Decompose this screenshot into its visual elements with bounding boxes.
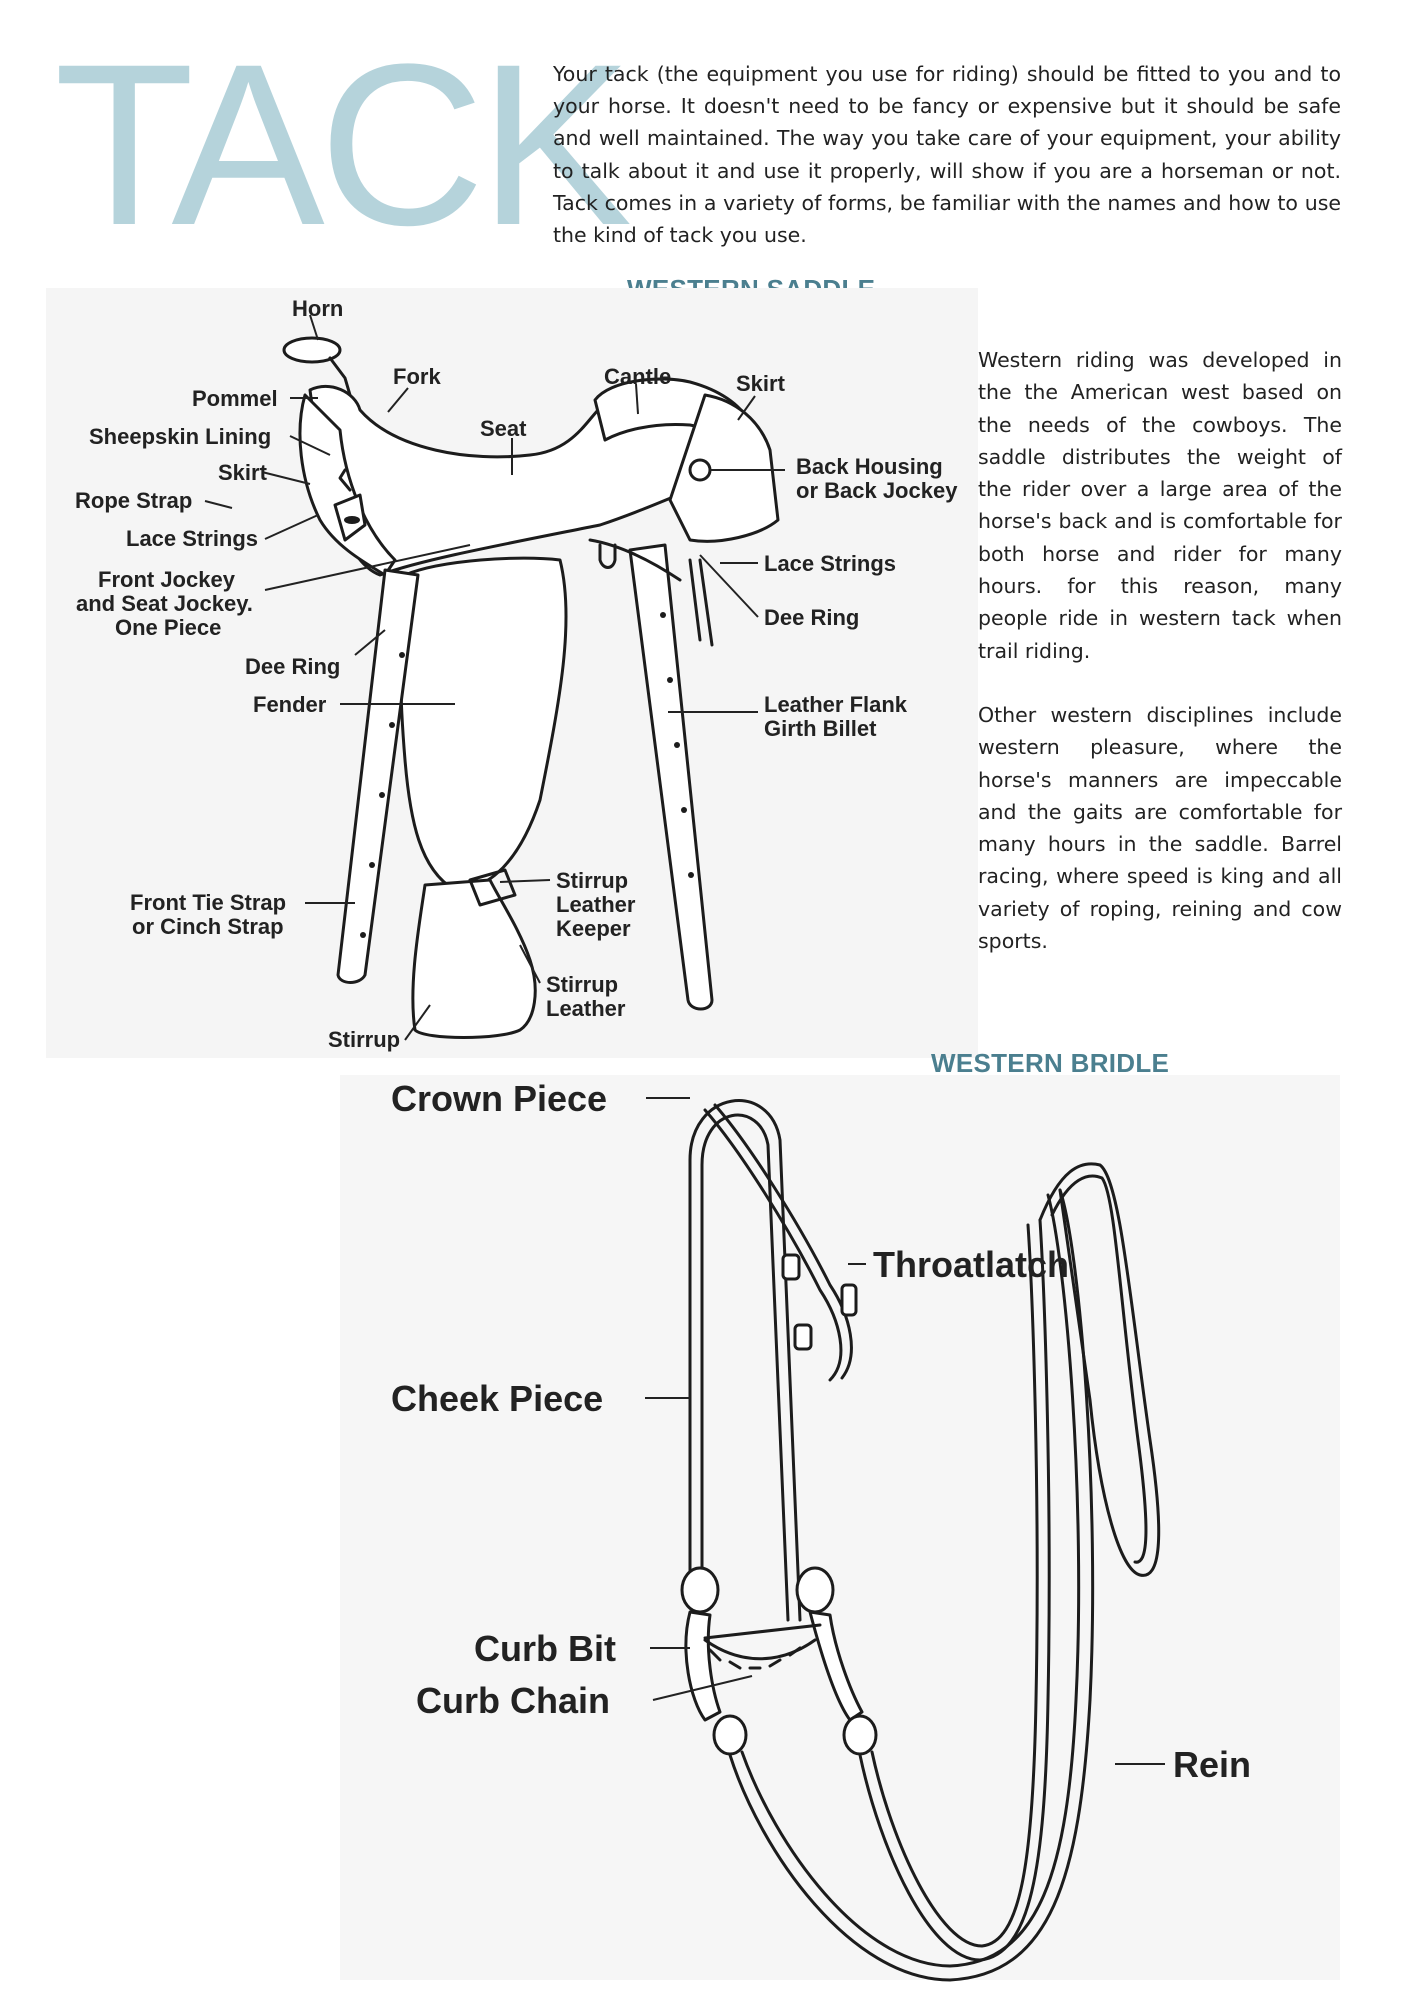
label-front-tie-2: or Cinch Strap [132,914,284,939]
bridle-illustration-panel [340,1075,1340,1980]
label-keeper-3: Keeper [556,916,631,941]
saddle-fender [398,556,568,892]
label-curb-chain: Curb Chain [416,1680,610,1721]
intro-paragraph: Your tack (the equipment you use for rid… [553,62,1341,248]
western-disciplines-paragraph: Other western disciplines include wester… [978,703,1342,954]
bridle-left-ring [680,1566,720,1614]
label-stirrup: Stirrup [328,1027,400,1052]
saddle-stirrup [411,878,537,1039]
label-fork: Fork [393,364,441,389]
western-riding-paragraph: Western riding was developed in the the … [978,348,1342,663]
label-front-jockey-2: and Seat Jockey. [76,591,253,616]
label-fender: Fender [253,692,327,717]
bridle-labels: Crown Piece Throatlatch Cheek Piece Curb… [391,1078,1251,1785]
label-sheepskin-lining: Sheepskin Lining [89,424,271,449]
saddle-labels: Horn Fork Pommel Sheepskin Lining Skirt … [75,296,958,1052]
saddle-back-skirt [668,393,780,543]
saddle-drawing [282,336,780,1039]
label-flank-billet-1: Leather Flank [764,692,908,717]
label-skirt-back: Skirt [736,371,786,396]
western-saddle-diagram: Horn Fork Pommel Sheepskin Lining Skirt … [75,296,958,1052]
label-horn: Horn [292,296,343,321]
label-front-jockey-1: Front Jockey [98,567,236,592]
label-rein: Rein [1173,1744,1251,1785]
bridle-drawing [680,1099,1161,1982]
label-back-housing-2: or Back Jockey [796,478,958,503]
bridle-crown-loop [688,1099,802,1622]
label-flank-billet-2: Girth Billet [764,716,877,741]
label-lace-strings-back: Lace Strings [764,551,896,576]
western-bridle-heading: WESTERN BRIDLE [931,1048,1170,1078]
label-lace-strings-front: Lace Strings [126,526,258,551]
bridle-throatlatch [703,1108,843,1382]
label-stirrup-leather-2: Leather [546,996,626,1021]
bridle-right-ring [795,1566,835,1614]
label-seat: Seat [480,416,527,441]
label-rope-strap: Rope Strap [75,488,192,513]
saddle-flank-billet [628,543,714,1011]
label-back-housing-1: Back Housing [796,454,943,479]
label-dee-ring-back: Dee Ring [764,605,859,630]
label-dee-ring-front: Dee Ring [245,654,340,679]
label-pommel: Pommel [192,386,278,411]
label-keeper-2: Leather [556,892,636,917]
page-title: TACK [54,16,632,273]
label-front-jockey-3: One Piece [115,615,221,640]
label-throatlatch: Throatlatch [873,1244,1069,1285]
bridle-curb-bit [684,1610,722,1722]
label-cantle: Cantle [604,364,671,389]
saddle-front-tie-strap [336,568,420,984]
label-cheek-piece: Cheek Piece [391,1378,603,1419]
label-stirrup-leather-1: Stirrup [546,972,618,997]
label-keeper-1: Stirrup [556,868,628,893]
saddle-horn [282,336,342,364]
saddle-leader-lines [204,314,785,1041]
label-skirt-front: Skirt [218,460,268,485]
label-front-tie-1: Front Tie Strap [130,890,286,915]
label-crown-piece: Crown Piece [391,1078,607,1119]
bridle-leader-lines [645,1097,1165,1765]
label-curb-bit: Curb Bit [474,1628,616,1669]
bridle-curb-chain [703,1638,817,1661]
